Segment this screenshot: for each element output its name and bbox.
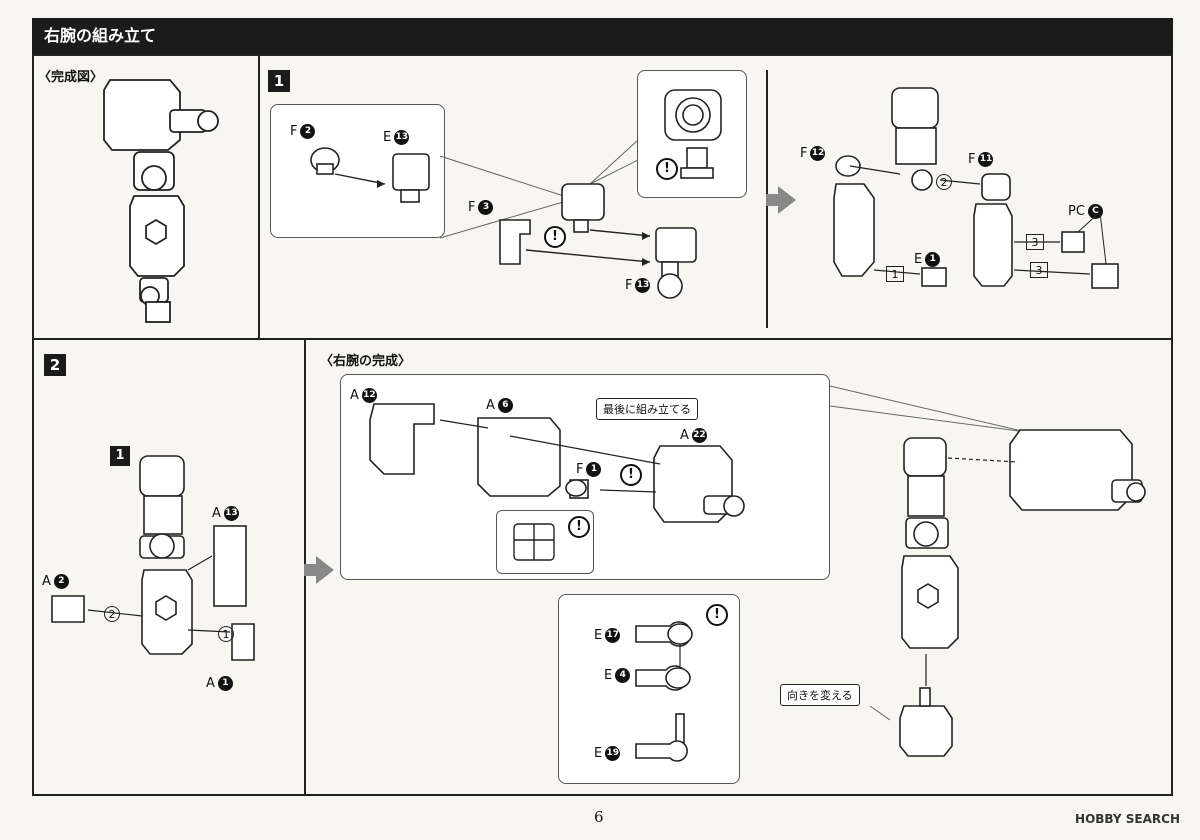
step1-detail-illustration xyxy=(664,89,722,179)
completed-view-label: 〈完成図〉 xyxy=(38,70,104,85)
step1-callout-leader xyxy=(439,155,571,239)
circled-step-1-step1: 1 xyxy=(886,266,904,282)
row-divider xyxy=(32,338,1173,340)
warning-icon-detail: ! xyxy=(568,516,590,538)
completion-leader-lines xyxy=(829,385,1027,433)
col-divider-completed xyxy=(258,54,260,338)
step2-assembly xyxy=(51,455,255,661)
warning-icon-f1: ! xyxy=(620,464,642,486)
completed-arm-illustration xyxy=(103,79,219,323)
step2-arrow-right xyxy=(304,556,334,584)
page-number: 6 xyxy=(594,808,604,826)
step1-right-assembly xyxy=(833,87,1119,289)
note-change-direction: 向きを変える xyxy=(780,684,860,706)
step1-subassembly-parts xyxy=(310,147,430,203)
step-arrow-right xyxy=(766,186,796,214)
note-assemble-last: 最後に組み立てる xyxy=(596,398,698,420)
circled-step-1-step2: 1 xyxy=(218,626,234,642)
brand-watermark: HOBBY SEARCH xyxy=(1075,812,1180,826)
sub-step-1-badge: 1 xyxy=(110,446,130,466)
section-header: 右腕の組み立て xyxy=(32,18,1173,54)
instruction-frame xyxy=(32,54,1173,796)
step1-main-parts xyxy=(499,183,697,299)
warning-icon: ! xyxy=(656,158,678,180)
warning-icon-step1: ! xyxy=(544,226,566,248)
completion-detail-illustration xyxy=(513,523,555,561)
circled-step-3a-step1: 3 xyxy=(1026,234,1044,250)
step1-detail-pointer xyxy=(589,139,639,185)
step-2-badge: 2 xyxy=(44,354,66,376)
completion-upper-parts xyxy=(369,403,745,523)
warning-icon-e17: ! xyxy=(706,604,728,626)
circled-step-2-step1: 2 xyxy=(936,174,952,190)
completion-label: 〈右腕の完成〉 xyxy=(320,354,412,369)
completion-final-assembly xyxy=(869,429,1146,757)
completion-lower-parts xyxy=(635,621,693,762)
circled-step-3b-step1: 3 xyxy=(1030,262,1048,278)
step-1-badge: 1 xyxy=(268,70,290,92)
circled-step-2-step2: 2 xyxy=(104,606,120,622)
